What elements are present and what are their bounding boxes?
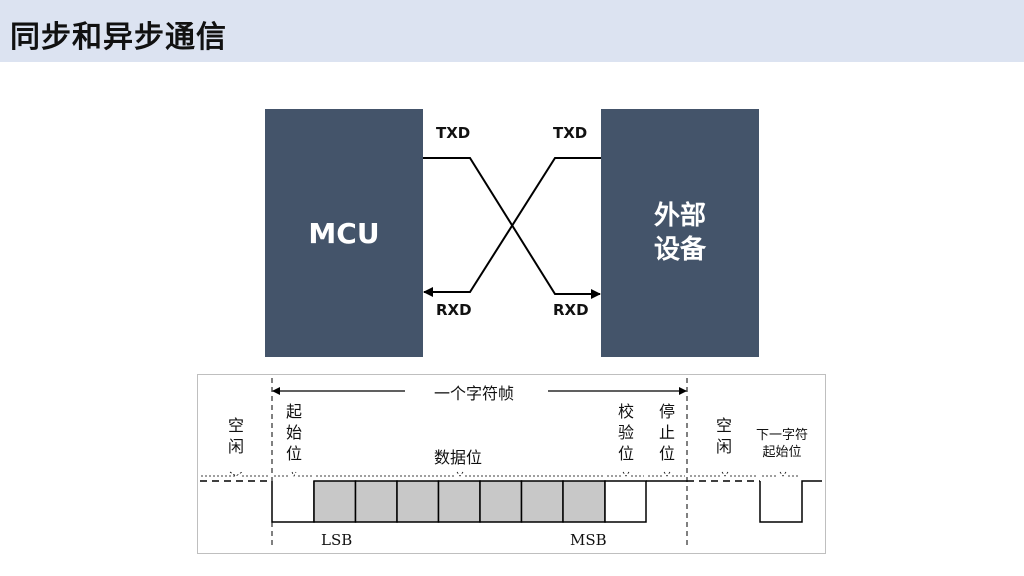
frame-timing-box <box>197 374 826 554</box>
stop-bit-label: 停止位 <box>658 402 675 463</box>
next-start-bit-label: 下一字符起始位 <box>755 428 808 460</box>
lsb-label: LSB <box>321 531 353 549</box>
device-label-line1: 外部 <box>653 201 706 231</box>
frame-label: 一个字符帧 <box>431 380 518 404</box>
mcu-block: MCU <box>265 109 423 357</box>
device-txd-label: TXD <box>553 124 588 142</box>
mcu-rxd-label: RXD <box>436 301 472 319</box>
idle-right-label: 空闲 <box>715 416 732 456</box>
mcu-label: MCU <box>308 216 380 250</box>
parity-bit-label: 校验位 <box>617 402 634 463</box>
device-label-line2: 设备 <box>653 235 706 265</box>
data-bits-label: 数据位 <box>434 448 483 467</box>
device-tx-line <box>423 157 601 297</box>
idle-left-label: 空闲 <box>227 416 244 456</box>
external-device-block: 外部 设备 <box>601 109 759 357</box>
mcu-txd-label: TXD <box>436 124 471 142</box>
page-title: 同步和异步通信 <box>10 20 227 55</box>
msb-label: MSB <box>570 531 607 549</box>
title-bar: 同步和异步通信 <box>0 0 1024 62</box>
start-bit-label: 起始位 <box>285 402 302 463</box>
device-rxd-label: RXD <box>553 301 589 319</box>
